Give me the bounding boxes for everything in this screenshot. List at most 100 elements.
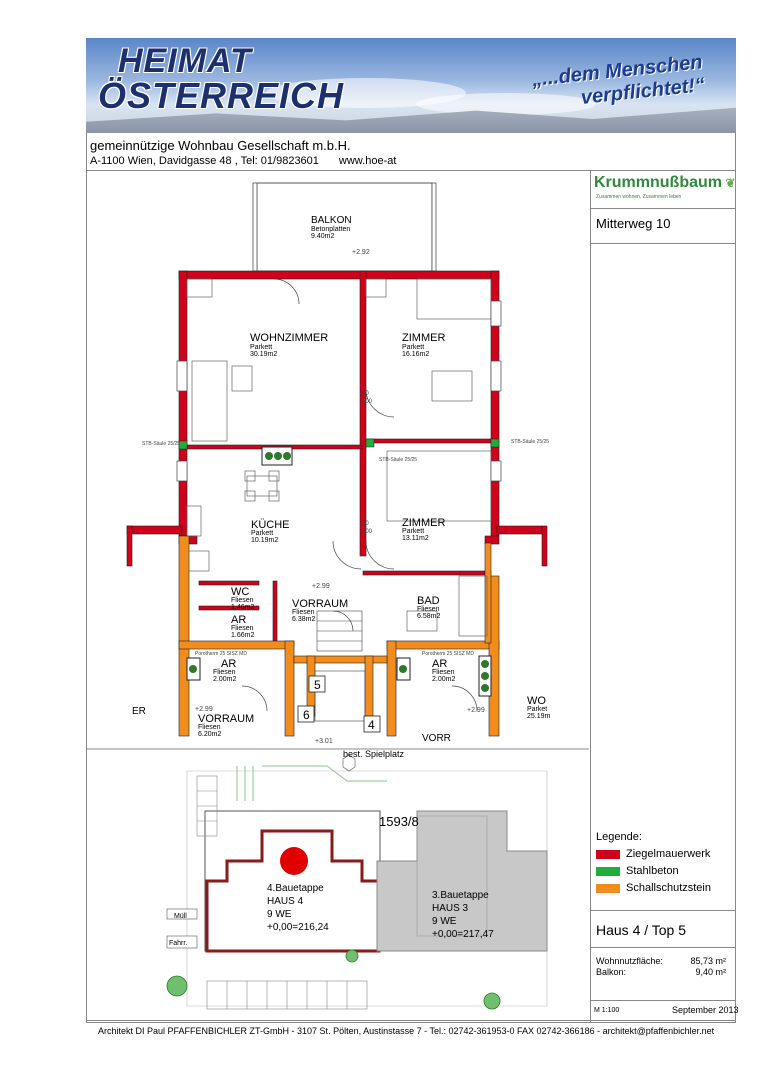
area-wohnnutzflaeche: Wohnnutzfläche:85,73 m² bbox=[596, 956, 726, 966]
heimat-logo: HEIMAT ÖSTERREICH bbox=[98, 42, 345, 116]
room-ar1-floor: Fliesen bbox=[231, 625, 254, 632]
room-ar1-name: AR bbox=[231, 614, 246, 626]
room-kueche-name: KÜCHE bbox=[251, 519, 290, 531]
divider bbox=[590, 1000, 736, 1001]
haus4-level: +0,00=216,24 bbox=[267, 922, 329, 933]
company-name: gemeinnützige Wohnbau Gesellschaft m.b.H… bbox=[90, 138, 351, 153]
room-wo-size: 25.19m bbox=[527, 713, 551, 720]
room-wc-name: WC bbox=[231, 586, 249, 598]
room-balkon-size: 9.40m2 bbox=[311, 233, 334, 240]
level-stair: +3.01 bbox=[315, 738, 333, 745]
room-ar2-size: 2.00m2 bbox=[213, 676, 236, 683]
unit-number-box bbox=[363, 715, 381, 733]
parcel-number: 1593/8 bbox=[379, 814, 419, 829]
divider bbox=[590, 208, 736, 209]
sidebar-divider bbox=[590, 170, 591, 1023]
legend-item-stahlbeton: Stahlbeton bbox=[596, 865, 679, 877]
room-ar3-floor: Fliesen bbox=[432, 669, 455, 676]
haus4-units: 9 WE bbox=[267, 909, 292, 920]
room-zimmer1-name: ZIMMER bbox=[402, 332, 445, 344]
stair bbox=[314, 610, 366, 722]
room-vorraum2-floor: Fliesen bbox=[198, 724, 221, 731]
room-zimmer2-floor: Parkett bbox=[402, 528, 424, 535]
haus3-footprint bbox=[376, 810, 548, 952]
site-plan bbox=[166, 754, 548, 1010]
room-vorr-label: VORR bbox=[422, 733, 451, 744]
door-swings bbox=[241, 278, 478, 712]
haus4-stage: 4.Bauetappe bbox=[267, 883, 324, 894]
brick-walls bbox=[126, 270, 548, 642]
room-zimmer2-size: 13.11m2 bbox=[402, 535, 429, 542]
room-zimmer2-name: ZIMMER bbox=[402, 517, 445, 529]
door-dim-80: 80 bbox=[362, 391, 369, 397]
project-address: Mitterweg 10 bbox=[596, 216, 671, 231]
room-ar3-name: AR bbox=[432, 658, 447, 670]
partition-label-left: Porotherm 25 SISZ MD bbox=[195, 651, 247, 657]
furniture bbox=[186, 278, 492, 637]
header-banner: HEIMAT ÖSTERREICH „...dem Menschen verpf… bbox=[86, 38, 736, 133]
legend-item-schallschutz: Schallschutzstein bbox=[596, 882, 711, 894]
legend-swatch-red bbox=[596, 849, 620, 859]
room-vorraum2-size: 6.20m2 bbox=[198, 731, 221, 738]
room-zimmer1-floor: Parkett bbox=[402, 344, 424, 351]
column-label-left: STB-Säule 25/25 bbox=[142, 441, 180, 447]
slogan: „...dem Menschen verpflichtet!“ bbox=[530, 51, 706, 109]
room-wo-name: WO bbox=[527, 695, 546, 707]
fahrrad-label: Fahrr. bbox=[169, 940, 187, 947]
haus3-stage: 3.Bauetappe bbox=[432, 890, 489, 901]
room-vorraum-name: VORRAUM bbox=[292, 598, 348, 610]
room-wohnzimmer-floor: Parkett bbox=[250, 344, 272, 351]
concrete-columns bbox=[178, 438, 500, 450]
legend-swatch-green bbox=[596, 866, 620, 876]
plan-date: September 2013 bbox=[672, 1005, 739, 1015]
divider bbox=[590, 947, 736, 948]
column-label-right: STB-Säule 25/25 bbox=[511, 439, 549, 445]
partition-label-right: Porotherm 25 SISZ MD bbox=[422, 651, 474, 657]
column-label-mid: STB-Säule 25/25 bbox=[379, 457, 417, 463]
haus4-name: HAUS 4 bbox=[267, 896, 304, 907]
architect-footer: Architekt DI Paul PFAFFENBICHLER ZT-GmbH… bbox=[98, 1026, 715, 1036]
room-vorraum-floor: Fliesen bbox=[292, 609, 315, 616]
room-balkon-name: BALKON bbox=[311, 215, 352, 226]
divider bbox=[86, 1020, 736, 1021]
unit-number-4: 4 bbox=[368, 718, 375, 732]
unit-marker bbox=[280, 847, 308, 875]
unit-number-box bbox=[308, 675, 326, 693]
room-ar2-floor: Fliesen bbox=[213, 669, 236, 676]
shafts bbox=[186, 446, 492, 697]
room-wc-floor: Fliesen bbox=[231, 597, 254, 604]
room-bad-floor: Fliesen bbox=[417, 606, 440, 613]
muell-label: Müll bbox=[174, 913, 187, 920]
room-ar2-name: AR bbox=[221, 658, 236, 670]
room-wo-floor: Parket bbox=[527, 706, 547, 713]
level-vorraum: +2.99 bbox=[312, 583, 330, 590]
playground-label: best. Spielplatz bbox=[343, 749, 405, 759]
level-right: +2.99 bbox=[467, 707, 485, 714]
haus3-name: HAUS 3 bbox=[432, 903, 469, 914]
company-address: A-1100 Wien, Davidgasse 48 , Tel: 01/982… bbox=[90, 155, 397, 167]
room-bad-size: 6.58m2 bbox=[417, 613, 440, 620]
tree-icon bbox=[166, 975, 188, 997]
door-dim-200: 200 bbox=[362, 529, 373, 535]
room-ar1-size: 1.66m2 bbox=[231, 632, 254, 639]
level-balkon: +2.92 bbox=[352, 249, 370, 256]
unit-number-box bbox=[297, 705, 315, 723]
legend-item-ziegel: Ziegelmauerwerk bbox=[596, 848, 710, 860]
unit-label: Haus 4 / Top 5 bbox=[596, 922, 687, 938]
haus3-units: 9 WE bbox=[432, 916, 457, 927]
scale: M 1:100 bbox=[594, 1007, 620, 1014]
floor-plan: BALKON Betonplatten 9.40m2 +2.92 bbox=[87, 182, 589, 1010]
room-vorraum-size: 6.38m2 bbox=[292, 616, 315, 623]
room-wohnzimmer-size: 30.19m2 bbox=[250, 351, 277, 358]
brand-subtitle: Zusammen wohnen. Zusammen leben bbox=[596, 194, 682, 200]
sound-insulation-walls bbox=[178, 535, 500, 737]
room-wohnzimmer-name: WOHNZIMMER bbox=[250, 332, 328, 344]
room-kueche-floor: Parkett bbox=[251, 530, 273, 537]
divider bbox=[590, 910, 736, 911]
divider bbox=[590, 243, 736, 244]
room-ar3-size: 2.00m2 bbox=[432, 676, 455, 683]
unit-number-5: 5 bbox=[314, 678, 321, 692]
door-dim-200: 200 bbox=[362, 399, 373, 405]
legend-swatch-orange bbox=[596, 883, 620, 893]
krummnussbaum-logo: Krummnußbaum ❦ bbox=[594, 174, 736, 191]
